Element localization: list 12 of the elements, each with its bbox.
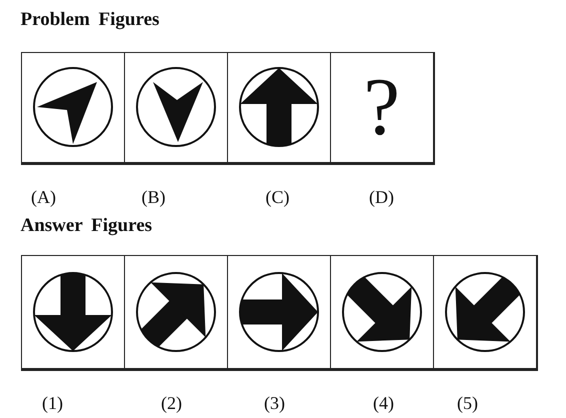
section-heading: Answer Figures (20, 215, 152, 237)
question-mark: ? (364, 66, 400, 148)
figure-label: (2) (161, 392, 182, 412)
section-heading: Problem Figures (20, 9, 160, 31)
figure-label: (3) (264, 392, 285, 412)
figure-label: (4) (373, 392, 394, 412)
figure-label: (1) (42, 392, 63, 412)
figure-label: (A) (31, 186, 56, 206)
figure-label: (5) (457, 392, 478, 412)
figure-label: (B) (142, 186, 166, 206)
figure-label: (C) (266, 186, 290, 206)
figure-label: (D) (369, 186, 394, 206)
